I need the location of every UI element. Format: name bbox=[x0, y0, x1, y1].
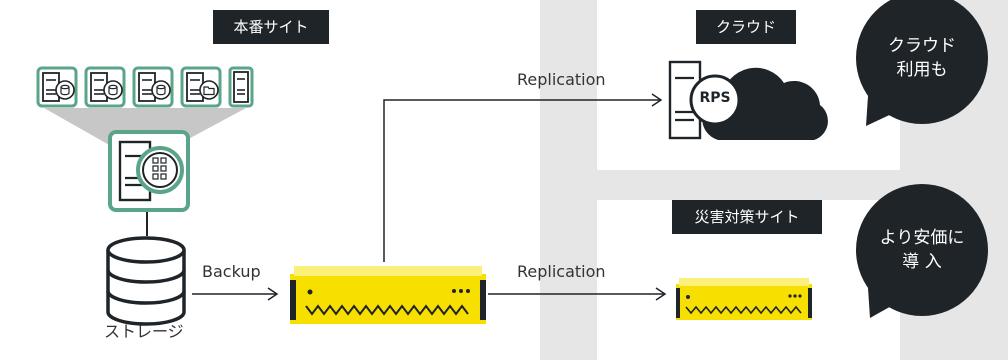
replication-top-line bbox=[383, 99, 660, 262]
aggregation-funnel bbox=[44, 108, 246, 150]
server-folder-icon bbox=[180, 66, 222, 108]
database-icon bbox=[106, 236, 186, 326]
cloud-site-tag: クラウド bbox=[696, 10, 796, 44]
main-site-tag: 本番サイト bbox=[213, 10, 329, 44]
backup-appliance-icon bbox=[290, 266, 486, 324]
server-db-icon-2 bbox=[84, 66, 126, 108]
cloud-bubble-line1: クラウド bbox=[888, 36, 956, 56]
server-plain-icon bbox=[228, 66, 254, 108]
cloud-bubble-shape bbox=[856, 0, 988, 126]
cloud-bubble: クラウド 利用も bbox=[862, 26, 982, 90]
dr-bubble-line2: 導 入 bbox=[902, 252, 942, 272]
dr-bubble-line1: より安価に bbox=[879, 228, 965, 248]
central-server-icon bbox=[108, 130, 190, 212]
replication-top-label: Replication bbox=[517, 70, 606, 89]
rps-label: RPS bbox=[699, 90, 731, 106]
rps-badge bbox=[689, 74, 741, 126]
dr-appliance-icon bbox=[676, 278, 812, 320]
server-db-icon-3 bbox=[132, 66, 174, 108]
storage-label: ストレージ bbox=[104, 322, 184, 341]
replication-bottom-label: Replication bbox=[517, 262, 606, 281]
dr-bubble: より安価に 導 入 bbox=[862, 218, 982, 282]
backup-label: Backup bbox=[202, 262, 261, 281]
cloud-bubble-line2: 利用も bbox=[896, 60, 948, 80]
dr-site-tag: 災害対策サイト bbox=[672, 200, 822, 234]
dr-bubble-shape bbox=[856, 184, 988, 318]
server-db-icon-1 bbox=[36, 66, 78, 108]
